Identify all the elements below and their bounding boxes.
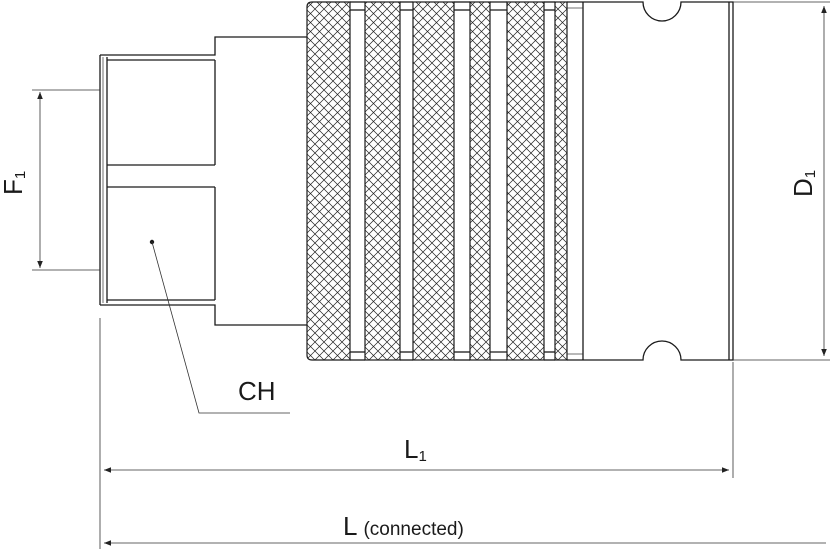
label-f1: F1 <box>0 171 29 195</box>
dimension-f1 <box>32 89 100 271</box>
dimension-d1 <box>733 1 830 361</box>
svg-text:D1: D1 <box>788 170 819 197</box>
coupling-body <box>567 1 734 361</box>
label-d1: D1 <box>788 170 819 197</box>
svg-text:F1: F1 <box>0 171 29 195</box>
hex-nut <box>99 36 307 326</box>
label-l: L(connected) <box>343 511 464 541</box>
label-ch: CH <box>238 376 276 406</box>
knurled-sleeve <box>306 1 568 361</box>
dimension-l1 <box>99 318 734 549</box>
label-l1: L1 <box>404 434 427 465</box>
leader-ch <box>149 239 290 414</box>
